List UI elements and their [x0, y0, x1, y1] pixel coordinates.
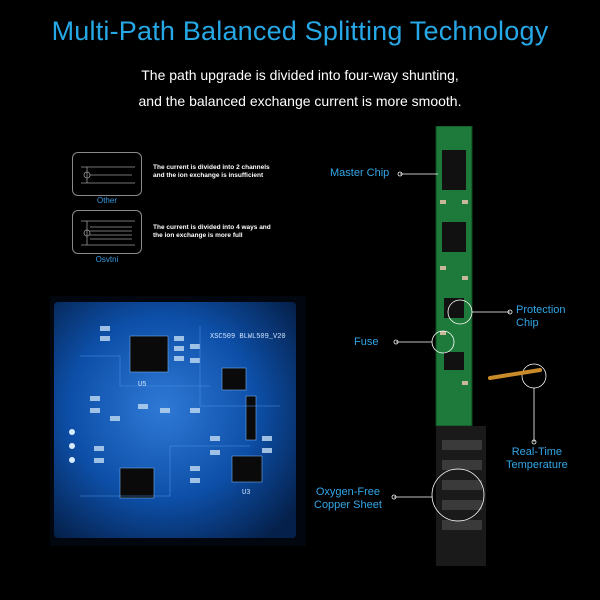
page-subtitle: The path upgrade is divided into four-wa… [0, 62, 600, 114]
callout-protection-chip: Protection Chip [516, 304, 566, 330]
callout-copper-line-1: Oxygen-Free [315, 486, 381, 498]
callout-real-time-line-1: Real-Time [511, 446, 563, 458]
callout-protection-chip-line-2: Chip [516, 317, 539, 329]
comparison-other-text: The current is divided into 2 channels a… [153, 164, 270, 179]
comparison-other-box [72, 152, 142, 196]
battery-pcb-strip [428, 125, 488, 566]
comparison-osvtni-text: The current is divided into 4 ways and t… [153, 224, 271, 239]
callout-real-time-line-2: Temperature [506, 459, 568, 471]
callout-master-chip: Master Chip [330, 167, 390, 179]
callout-fuse: Fuse [354, 336, 379, 348]
subtitle-line-2: and the balanced exchange current is mor… [138, 93, 462, 109]
pcb-board-image: XSC509 BLWL509_V20 U5 U3 [50, 296, 306, 546]
comparison-osvtni-box [72, 210, 142, 254]
page-title: Multi-Path Balanced Splitting Technology [51, 16, 549, 46]
comparison-osvtni-label: Osvtni [95, 255, 119, 264]
four-channel-icon [81, 220, 135, 246]
pcb-label-u5: U5 [138, 381, 146, 389]
subtitle-line-1: The path upgrade is divided into four-wa… [141, 67, 459, 83]
callout-real-time-temperature: Real-Time Temperature [506, 446, 568, 472]
callout-oxygen-free-copper: Oxygen-Free Copper Sheet [314, 486, 382, 512]
callout-protection-chip-line-1: Protection [516, 304, 566, 316]
pcb-board-text: XSC509 BLWL509_V20 [210, 333, 286, 341]
two-channel-icon [81, 166, 135, 184]
comparison-other-label: Other [96, 196, 117, 205]
pcb-label-u3: U3 [242, 489, 250, 497]
callout-copper-line-2: Copper Sheet [314, 499, 382, 511]
